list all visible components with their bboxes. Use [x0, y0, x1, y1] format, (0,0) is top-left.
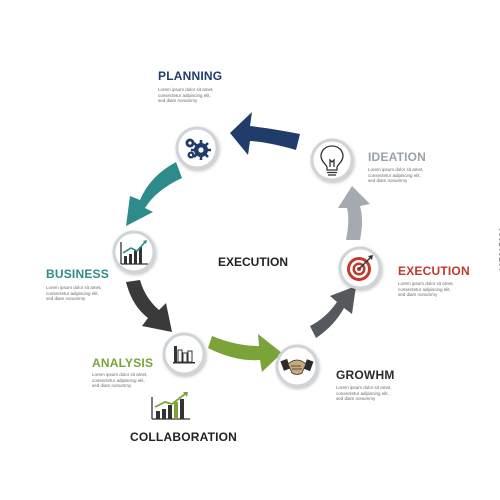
label-analysis: ANALYSIS [92, 356, 154, 370]
growth-chart-icon [120, 240, 148, 265]
label-ideation: IDEATION [368, 150, 427, 164]
desc-business: Lorem ipsum dolor sit amet, consectetur … [46, 285, 102, 302]
handshake-icon [280, 358, 314, 375]
node-ideation [310, 138, 354, 182]
desc-ideation: Lorem ipsum dolor sit amet, consectetur … [368, 167, 424, 184]
arrow-planning-to-business [126, 162, 182, 226]
label-collaboration: COLLABORATION [130, 430, 238, 444]
arrow-ideation-to-planning [230, 112, 300, 155]
arrow-business-to-analysis [126, 280, 172, 332]
label-planning: PLANNING [158, 69, 223, 83]
arrow-growth-to-execution [310, 286, 356, 338]
label-execution: EXECUTION [398, 264, 470, 278]
collaboration-growth-chart-icon [151, 392, 190, 420]
arrow-analysis-to-growth [208, 334, 282, 372]
arrow-execution-to-ideation [338, 186, 370, 240]
center-title: EXECUTION [218, 255, 289, 269]
label-growth: GROWHM [336, 368, 395, 382]
desc-analysis: Lorem ipsum dolor sit amet, consectetur … [92, 372, 148, 389]
desc-planning: Lorem ipsum dolor sit amet, consectetur … [158, 87, 214, 104]
desc-growth: Lorem ipsum dolor sit amet, consectetur … [336, 385, 392, 402]
gears-icon [185, 138, 211, 160]
desc-execution: Lorem ipsum dolor sit amet, consectetur … [398, 281, 454, 298]
label-business: BUSINESS [46, 267, 109, 281]
target-icon [347, 255, 373, 281]
bar-chart-icon [173, 346, 195, 364]
lightbulb-icon [320, 145, 344, 176]
